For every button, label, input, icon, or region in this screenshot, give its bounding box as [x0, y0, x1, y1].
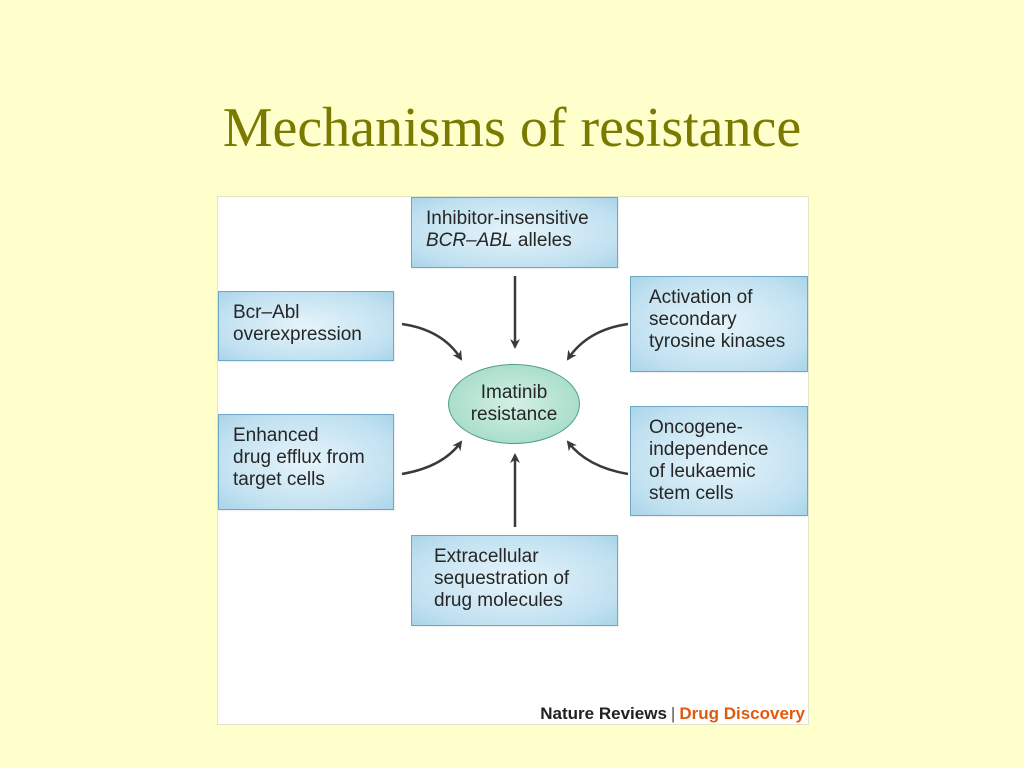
gene-name-italic: BCR–ABL: [426, 230, 513, 251]
imatinib-resistance-node: Imatinib resistance: [448, 364, 580, 444]
figure-credit: Nature Reviews|Drug Discovery: [540, 704, 805, 724]
arrow-lower-left: [401, 440, 463, 476]
slide-title: Mechanisms of resistance: [222, 97, 802, 159]
resistance-diagram: Inhibitor-insensitive BCR–ABL alleles Bc…: [217, 196, 809, 725]
box-extracellular-sequestration: Extracellular sequestration of drug mole…: [411, 535, 618, 626]
box-inhibitor-insensitive-alleles: Inhibitor-insensitive BCR–ABL alleles: [411, 197, 618, 268]
credit-separator: |: [670, 704, 676, 723]
credit-journal: Nature Reviews: [540, 704, 667, 723]
box-bcr-abl-overexpression: Bcr–Abl overexpression: [218, 291, 394, 361]
credit-section: Drug Discovery: [679, 704, 805, 723]
arrow-lower-right: [566, 440, 629, 476]
box-activation-secondary-kinases: Activation of secondary tyrosine kinases: [630, 276, 808, 372]
arrow-upper-left: [401, 322, 463, 361]
box-enhanced-drug-efflux: Enhanced drug efflux from target cells: [218, 414, 394, 510]
arrows-layer: [401, 276, 629, 527]
box-oncogene-independence: Oncogene- independence of leukaemic stem…: [630, 406, 808, 516]
arrow-upper-right: [566, 322, 629, 361]
